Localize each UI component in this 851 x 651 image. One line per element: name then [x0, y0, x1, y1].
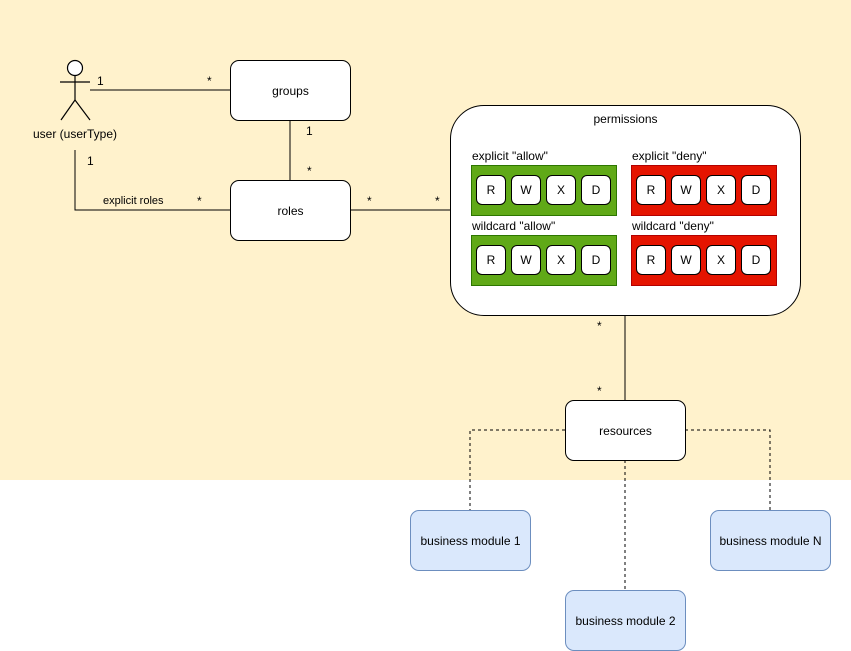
- edge-resources-module-n: [685, 429, 771, 510]
- flag-delete: D: [741, 175, 771, 205]
- wildcard-deny-title: wildcard "deny": [632, 219, 714, 233]
- flag-execute: X: [706, 175, 736, 205]
- wildcard-allow-strip: R W X D: [471, 235, 617, 286]
- flag-read: R: [476, 245, 506, 275]
- wildcard-deny-strip: R W X D: [631, 235, 777, 286]
- multiplicity-user-roles-source: 1: [87, 154, 94, 168]
- flag-write: W: [671, 175, 701, 205]
- permissions-container[interactable]: permissions explicit "allow" R W X D exp…: [450, 105, 801, 316]
- flag-read: R: [636, 175, 666, 205]
- resources-node[interactable]: resources: [565, 400, 686, 461]
- business-module-2-label: business module 2: [575, 613, 676, 628]
- explicit-allow-strip: R W X D: [471, 165, 617, 216]
- explicit-allow-title: explicit "allow": [472, 149, 548, 163]
- flag-execute: X: [546, 245, 576, 275]
- multiplicity-roles-permissions-target: *: [435, 194, 440, 208]
- edge-label-explicit-roles: explicit roles: [103, 194, 164, 208]
- flag-delete: D: [581, 175, 611, 205]
- multiplicity-user-groups-target: *: [207, 74, 212, 88]
- business-module-n-node[interactable]: business module N: [710, 510, 831, 571]
- flag-execute: X: [546, 175, 576, 205]
- multiplicity-groups-roles-source: 1: [306, 124, 313, 138]
- stick-figure-icon: [60, 59, 91, 121]
- multiplicity-roles-permissions-source: *: [367, 194, 372, 208]
- explicit-deny-strip: R W X D: [631, 165, 777, 216]
- flag-read: R: [476, 175, 506, 205]
- actor-label: user (userType): [32, 127, 118, 141]
- multiplicity-user-roles-target: *: [197, 194, 202, 208]
- business-module-n-label: business module N: [719, 533, 822, 548]
- multiplicity-user-groups-source: 1: [97, 74, 104, 88]
- business-module-2-node[interactable]: business module 2: [565, 590, 686, 651]
- resources-label: resources: [599, 423, 652, 438]
- flag-delete: D: [581, 245, 611, 275]
- roles-label: roles: [277, 203, 304, 218]
- multiplicity-permissions-resources-target: *: [597, 384, 602, 398]
- wildcard-allow-title: wildcard "allow": [472, 219, 556, 233]
- flag-read: R: [636, 245, 666, 275]
- flag-execute: X: [706, 245, 736, 275]
- business-module-1-node[interactable]: business module 1: [410, 510, 531, 571]
- flag-write: W: [671, 245, 701, 275]
- multiplicity-groups-roles-target: *: [307, 164, 312, 178]
- explicit-deny-title: explicit "deny": [632, 149, 707, 163]
- business-module-1-label: business module 1: [420, 533, 521, 548]
- roles-node[interactable]: roles: [230, 180, 351, 241]
- groups-label: groups: [272, 83, 309, 98]
- permissions-title: permissions: [593, 112, 658, 126]
- multiplicity-permissions-resources-source: *: [597, 319, 602, 333]
- flag-delete: D: [741, 245, 771, 275]
- groups-node[interactable]: groups: [230, 60, 351, 121]
- edge-user-roles: [74, 150, 230, 211]
- edge-resources-module-1: [469, 429, 565, 510]
- flag-write: W: [511, 245, 541, 275]
- flag-write: W: [511, 175, 541, 205]
